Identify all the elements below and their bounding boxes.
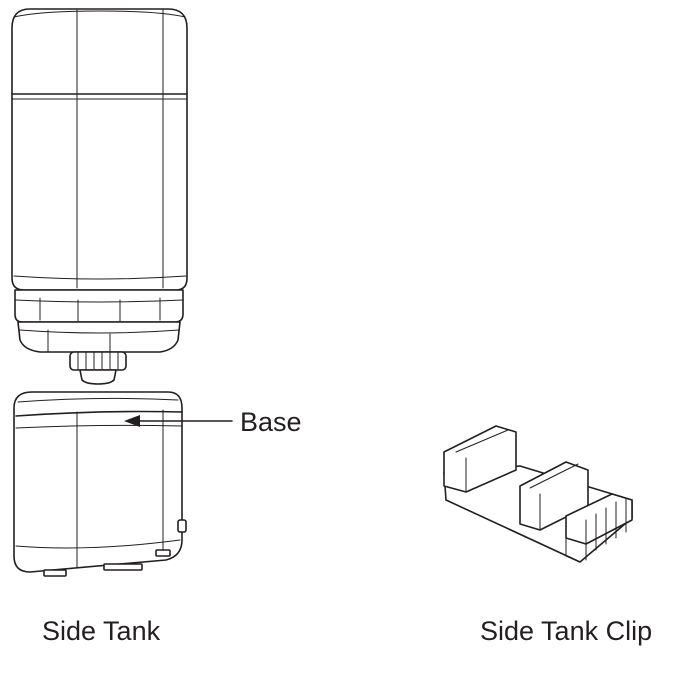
side-tank-label: Side Tank <box>42 616 161 646</box>
base-part <box>13 391 187 577</box>
tank-valve-cap <box>69 351 127 385</box>
base-pointer-arrow <box>124 415 233 427</box>
side-tank-upper-body <box>11 8 188 291</box>
side-tank-collar <box>14 289 184 353</box>
side-tank-clip <box>443 425 633 563</box>
base-label: Base <box>240 407 302 437</box>
side-tank-clip-label: Side Tank Clip <box>480 616 652 646</box>
